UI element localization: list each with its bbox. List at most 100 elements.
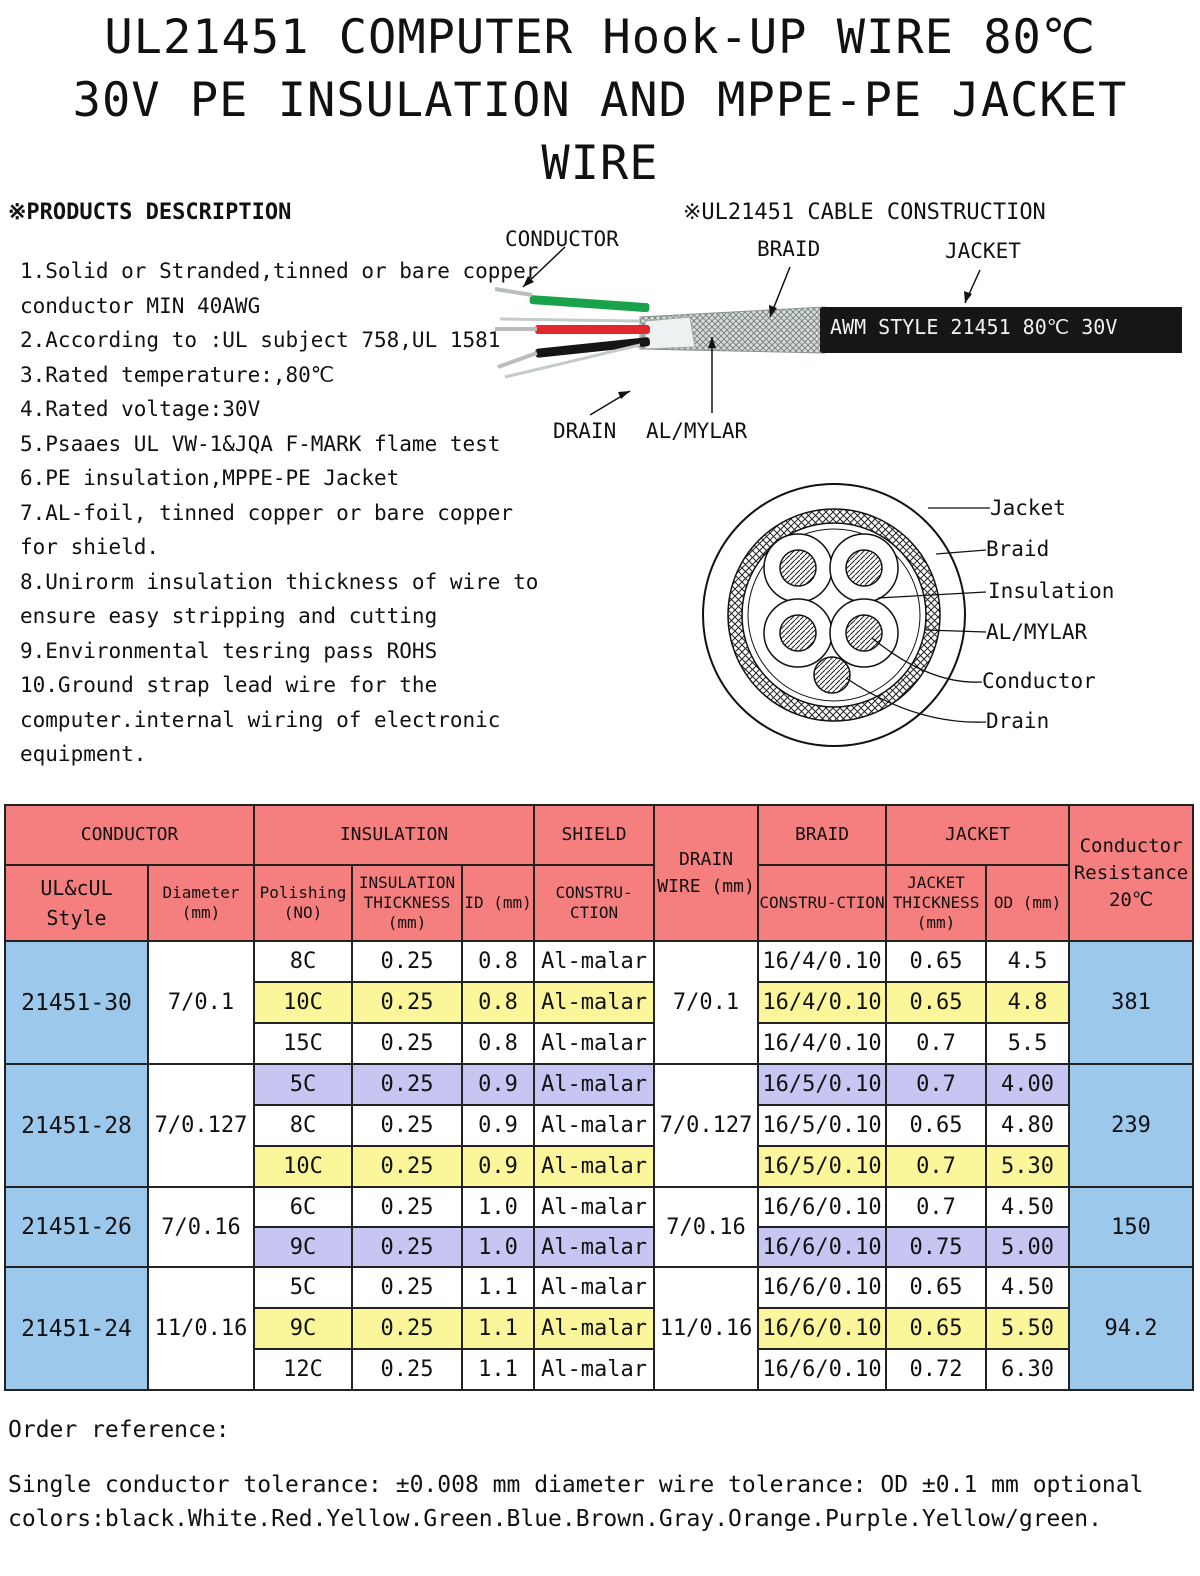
- header-diameter: Diameter (mm): [146, 864, 256, 942]
- diameter-cell: 7/0.16: [146, 1186, 256, 1268]
- insulation-thickness-cell: 0.25: [351, 1186, 464, 1228]
- ul-style-cell: 21451-30: [4, 940, 149, 1065]
- shield-construction-cell: Al-malar: [533, 1226, 656, 1268]
- od-cell: 5.30: [985, 1145, 1071, 1188]
- label-jacket: JACKET: [945, 239, 1021, 263]
- insulation-thickness-cell: 0.25: [351, 1063, 464, 1106]
- title-line-3: WIRE: [541, 136, 659, 191]
- insulation-thickness-cell: 0.25: [351, 1266, 464, 1309]
- header-jacket-thickness: JACKET THICKNESS (mm): [885, 864, 988, 942]
- id-cell: 1.0: [461, 1226, 536, 1268]
- shield-construction-cell: Al-malar: [533, 1307, 656, 1350]
- shield-construction-cell: Al-malar: [533, 1022, 656, 1065]
- od-cell: 4.50: [985, 1186, 1071, 1228]
- polishing-cell: 9C: [253, 1307, 354, 1350]
- header-conductor: CONDUCTOR: [3, 804, 256, 866]
- title-line-2: 30V PE INSULATION AND MPPE-PE JACKET: [72, 73, 1128, 128]
- id-cell: 1.1: [461, 1307, 536, 1350]
- products-description-list: 1.Solid or Stranded,tinned or bare coppe…: [20, 254, 550, 772]
- shield-construction-cell: Al-malar: [533, 1266, 656, 1309]
- od-cell: 5.50: [985, 1307, 1071, 1350]
- ul-style-cell: 21451-28: [4, 1063, 149, 1188]
- description-item: 3.Rated temperature:,80℃: [20, 362, 335, 387]
- description-item: 4.Rated voltage:30V: [20, 397, 261, 421]
- id-cell: 1.1: [461, 1266, 536, 1309]
- od-cell: 4.50: [985, 1266, 1071, 1309]
- header-od: OD (mm): [985, 864, 1071, 942]
- conductor-resistance-cell: 94.2: [1068, 1266, 1195, 1391]
- xs-label-almylar: AL/MYLAR: [986, 620, 1088, 644]
- braid-construction-cell: 16/5/0.10: [757, 1063, 888, 1106]
- od-cell: 5.00: [985, 1226, 1071, 1268]
- jacket-thickness-cell: 0.7: [885, 1022, 988, 1065]
- header-shield-construction: CONSTRU-CTION: [533, 864, 656, 942]
- jacket-thickness-cell: 0.65: [885, 940, 988, 983]
- polishing-cell: 6C: [253, 1186, 354, 1228]
- description-item: 8.Unirorm insulation thickness of wire t…: [20, 569, 539, 629]
- od-cell: 5.5: [985, 1022, 1071, 1065]
- color-options: colors:black.White.Red.Yellow.Green.Blue…: [8, 1506, 1102, 1532]
- conductor-resistance-cell: 239: [1068, 1063, 1195, 1188]
- diameter-cell: 11/0.16: [146, 1266, 256, 1391]
- xs-label-conductor: Conductor: [982, 669, 1096, 693]
- id-cell: 0.8: [461, 981, 536, 1024]
- header-polishing: Polishing (NO): [253, 864, 354, 942]
- diameter-cell: 7/0.1: [146, 940, 256, 1065]
- shield-construction-cell: Al-malar: [533, 1145, 656, 1188]
- jacket-thickness-cell: 0.7: [885, 1145, 988, 1188]
- insulation-thickness-cell: 0.25: [351, 1226, 464, 1268]
- insulation-thickness-cell: 0.25: [351, 1307, 464, 1350]
- polishing-cell: 15C: [253, 1022, 354, 1065]
- cable-drawing: [494, 246, 981, 416]
- braid-construction-cell: 16/6/0.10: [757, 1307, 888, 1350]
- description-item: 9.Environmental tesring pass ROHS: [20, 638, 438, 663]
- title-line-1: UL21451 COMPUTER Hook-UP WIRE 80℃: [104, 10, 1096, 65]
- conductor-resistance-cell: 150: [1068, 1186, 1195, 1268]
- ul-style-cell: 21451-24: [4, 1266, 149, 1391]
- tolerance-note: Single conductor tolerance: ±0.008 mm di…: [8, 1472, 1144, 1498]
- id-cell: 0.9: [461, 1145, 536, 1188]
- id-cell: 0.9: [461, 1104, 536, 1147]
- header-ul-style: UL&cUL Style: [4, 864, 149, 942]
- cable-jacket: [820, 307, 1182, 353]
- insulation-thickness-cell: 0.25: [351, 1022, 464, 1065]
- od-cell: 4.5: [985, 940, 1071, 983]
- od-cell: 4.80: [985, 1104, 1071, 1147]
- drain-wire-cell: 11/0.16: [653, 1266, 760, 1391]
- id-cell: 1.0: [461, 1186, 536, 1228]
- braid-construction-cell: 16/4/0.10: [757, 940, 888, 983]
- xs-label-insulation: Insulation: [988, 579, 1115, 603]
- label-drain: DRAIN: [553, 419, 617, 443]
- jacket-thickness-cell: 0.72: [885, 1348, 988, 1391]
- polishing-cell: 9C: [253, 1226, 354, 1268]
- insulation-thickness-cell: 0.25: [351, 1104, 464, 1147]
- braid-construction-cell: 16/5/0.10: [757, 1145, 888, 1188]
- od-cell: 6.30: [985, 1348, 1071, 1391]
- products-description-heading: ※PRODUCTS DESCRIPTION: [8, 200, 292, 225]
- shield-construction-cell: Al-malar: [533, 1186, 656, 1228]
- conductor-resistance-cell: 381: [1068, 940, 1195, 1065]
- description-item: 10.Ground strap lead wire for the comput…: [20, 673, 501, 766]
- order-reference: Order reference:: [8, 1417, 230, 1443]
- cable-construction-heading: ※UL21451 CABLE CONSTRUCTION: [683, 200, 1046, 225]
- jacket-thickness-cell: 0.7: [885, 1186, 988, 1228]
- header-insulation: INSULATION: [253, 804, 536, 866]
- od-cell: 4.8: [985, 981, 1071, 1024]
- braid-construction-cell: 16/6/0.10: [757, 1266, 888, 1309]
- braid-construction-cell: 16/6/0.10: [757, 1186, 888, 1228]
- id-cell: 0.9: [461, 1063, 536, 1106]
- braid-construction-cell: 16/6/0.10: [757, 1348, 888, 1391]
- specification-table: CONDUCTOR INSULATION SHIELD DRAIN WIRE (…: [3, 804, 1195, 1391]
- header-drain-wire: DRAIN WIRE (mm): [653, 804, 760, 942]
- jacket-thickness-cell: 0.65: [885, 1266, 988, 1309]
- shield-construction-cell: Al-malar: [533, 1104, 656, 1147]
- description-item: 2.According to :UL subject 758,UL 1581: [20, 328, 501, 352]
- shield-construction-cell: Al-malar: [533, 940, 656, 983]
- insulation-thickness-cell: 0.25: [351, 1145, 464, 1188]
